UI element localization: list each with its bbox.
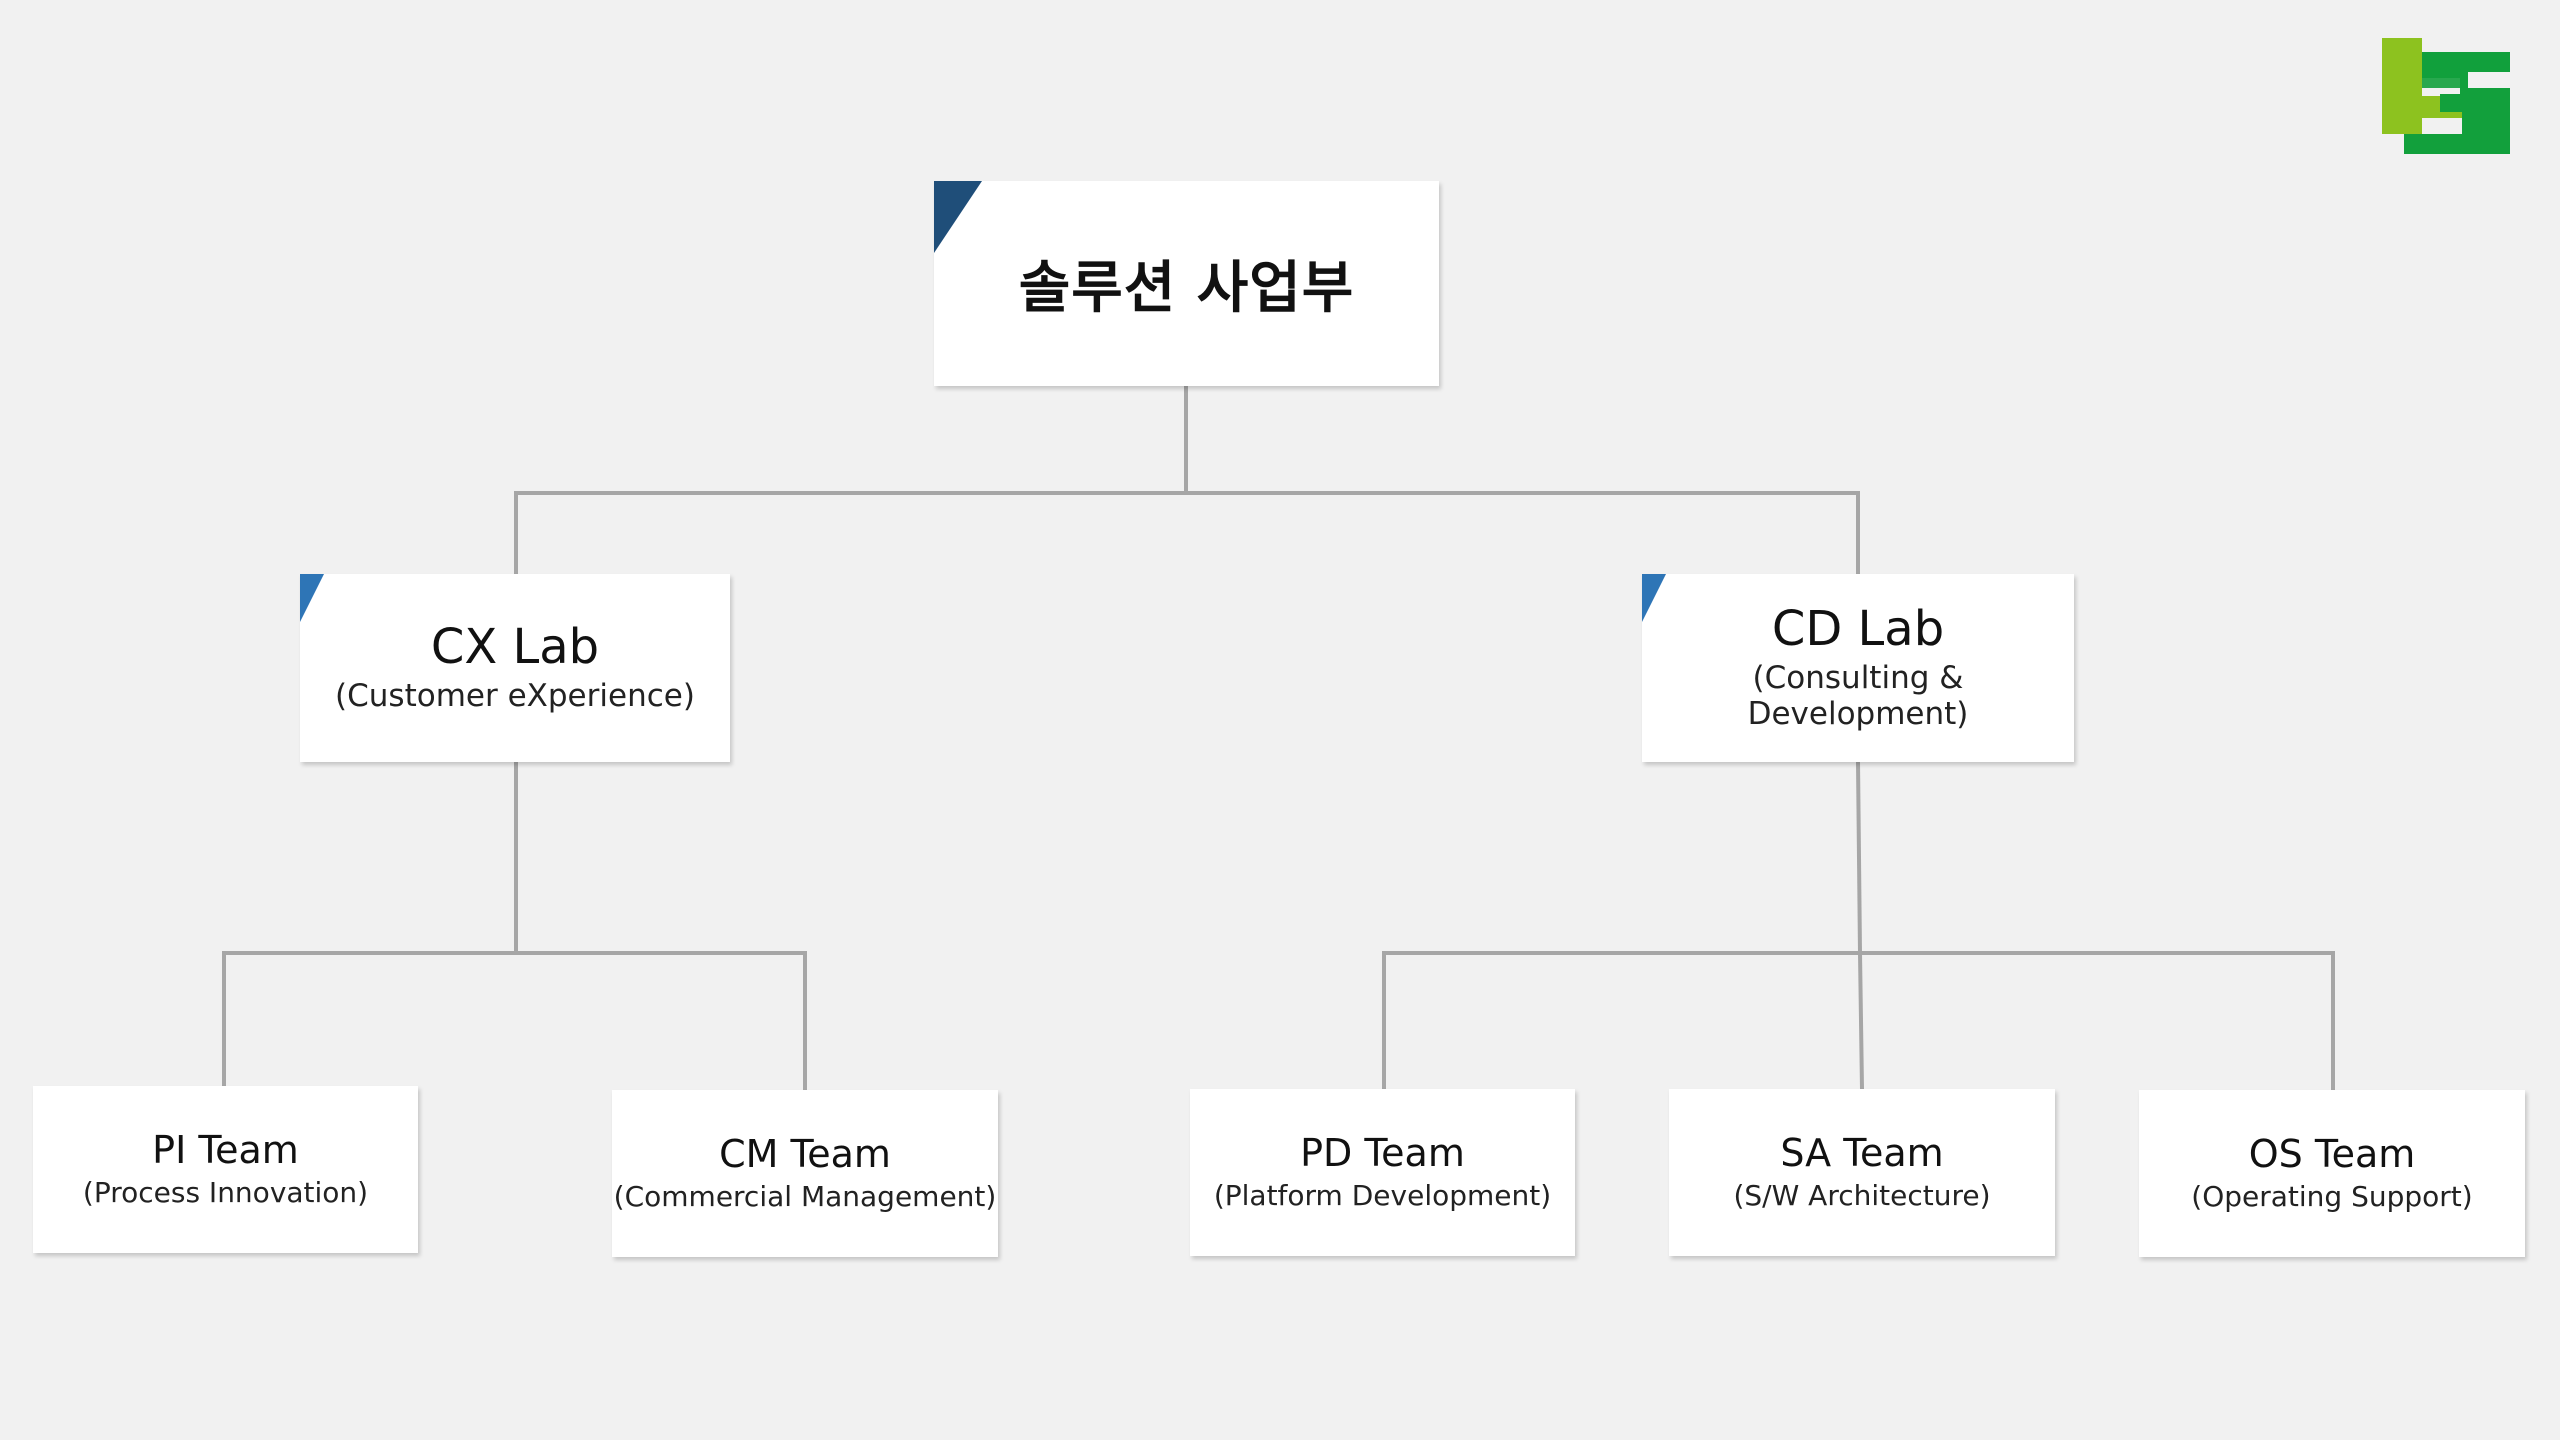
lab-corner-accent bbox=[300, 574, 324, 622]
team-subtitle: (Operating Support) bbox=[2191, 1179, 2473, 1213]
connector-to-sa-team bbox=[1857, 950, 1865, 1092]
team-node-os: OS Team (Operating Support) bbox=[2139, 1090, 2525, 1257]
connector-cd-down bbox=[1855, 759, 1863, 956]
lab-subtitle: (Customer eXperience) bbox=[335, 678, 695, 715]
lab-subtitle: (Consulting & Development) bbox=[1747, 660, 1969, 733]
root-corner-accent bbox=[934, 181, 982, 253]
lab-title: CD Lab bbox=[1771, 600, 1945, 657]
team-node-pd: PD Team (Platform Development) bbox=[1190, 1089, 1575, 1256]
lab-corner-accent bbox=[1642, 574, 1666, 622]
team-title: OS Team bbox=[2248, 1132, 2416, 1177]
team-node-pi: PI Team (Process Innovation) bbox=[33, 1086, 418, 1253]
team-title: PD Team bbox=[1300, 1131, 1465, 1176]
lab-node-cx: CX Lab (Customer eXperience) bbox=[300, 574, 730, 762]
root-node: 솔루션 사업부 bbox=[934, 181, 1439, 386]
team-title: PI Team bbox=[152, 1128, 299, 1173]
sc-logo-icon bbox=[2382, 38, 2510, 154]
lab-title: CX Lab bbox=[430, 618, 600, 675]
team-subtitle: (S/W Architecture) bbox=[1733, 1178, 1991, 1212]
team-node-cm: CM Team (Commercial Management) bbox=[612, 1090, 998, 1257]
team-subtitle: (Platform Development) bbox=[1213, 1178, 1552, 1212]
team-title: SA Team bbox=[1780, 1131, 1944, 1176]
lab-node-cd: CD Lab (Consulting & Development) bbox=[1642, 574, 2074, 762]
team-title: CM Team bbox=[719, 1132, 891, 1177]
team-subtitle: (Commercial Management) bbox=[613, 1179, 997, 1213]
root-title: 솔루션 사업부 bbox=[1018, 256, 1355, 321]
team-node-sa: SA Team (S/W Architecture) bbox=[1669, 1089, 2055, 1256]
team-subtitle: (Process Innovation) bbox=[82, 1175, 369, 1209]
